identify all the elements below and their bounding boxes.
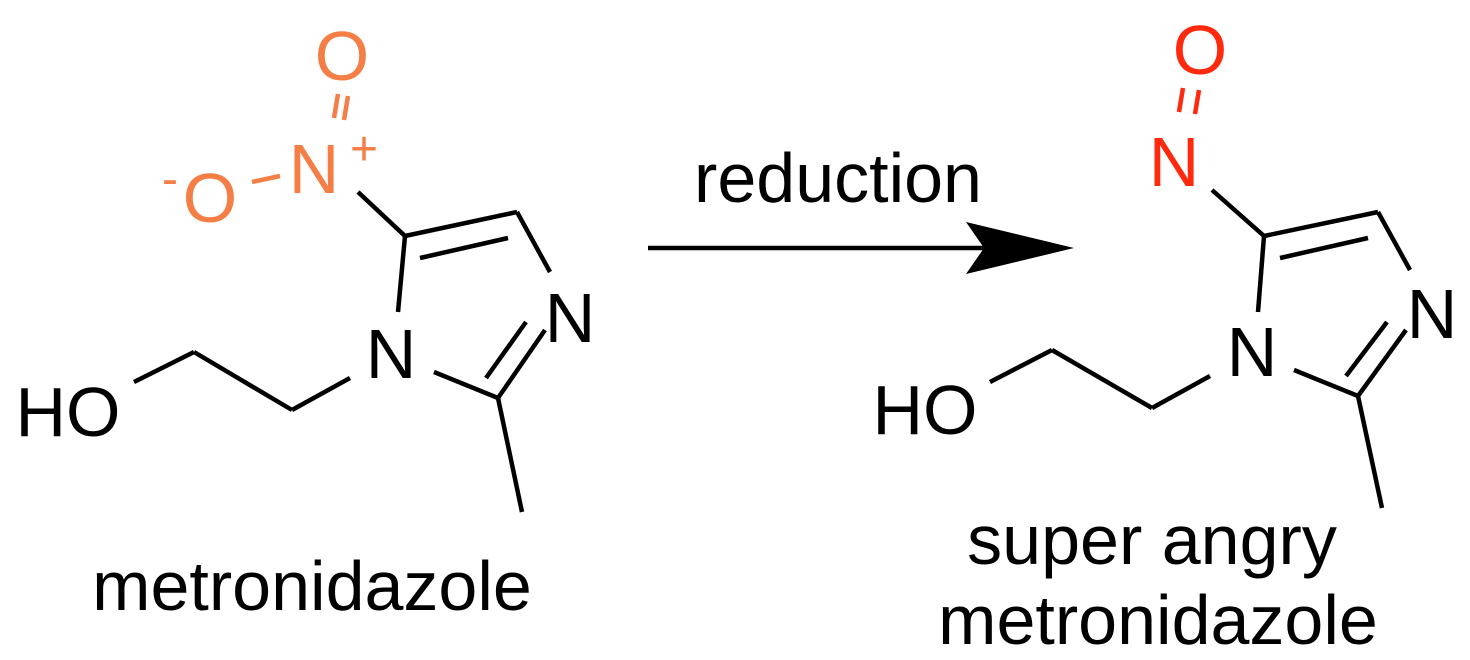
ring-n3-c2-bond	[1356, 328, 1408, 398]
ring-n1-c5-bond	[1255, 235, 1267, 313]
chain-ch2-o-bond	[988, 348, 1054, 384]
methyl-bond	[495, 397, 525, 513]
product-name-line2: metronidazole	[938, 581, 1378, 659]
arrow-head	[966, 222, 1074, 274]
ring-c4-n3-bond	[1376, 210, 1412, 272]
nitro-no-single-bond	[251, 173, 281, 185]
ring-c2-n1-bond	[1293, 367, 1359, 399]
ring-c2-n1-bond	[433, 369, 499, 401]
chain-n1-ch2-bond	[290, 376, 352, 412]
nitroso-no-double-bond-a	[1176, 87, 1186, 113]
c5-nitro-bond	[356, 190, 407, 238]
nitroso-no-double-bond-b	[1192, 89, 1202, 115]
ring-nitrogen-1: N	[1227, 313, 1278, 391]
reactant-molecule: O N + O - N N HO metronidazole	[16, 17, 596, 625]
nitroso-oxygen: O	[1173, 11, 1227, 89]
reaction-arrow: reduction	[648, 139, 1074, 274]
nitro-no-double-bond-a	[331, 93, 341, 119]
product-name-line1: super angry	[967, 501, 1337, 579]
ring-c4-n3-bond	[515, 210, 552, 274]
nitro-minus-charge: -	[162, 153, 178, 206]
ring-n3-c2-bond	[496, 328, 547, 400]
reactant-name: metronidazole	[92, 547, 532, 625]
chain-n1-ch2-bond	[1150, 374, 1212, 410]
hydroxyl-group: HO	[16, 373, 121, 451]
ring-nitrogen-3: N	[545, 279, 596, 357]
ring-c5-c4-bond	[1263, 209, 1379, 239]
ring-n3-c2-inner-bond	[484, 320, 528, 380]
reaction-condition-label: reduction	[694, 139, 982, 217]
ring-c5-c4-inner-bond	[1279, 235, 1369, 261]
ring-n1-c5-bond	[395, 235, 408, 313]
ring-c5-c4-bond	[404, 209, 518, 239]
nitro-nitrogen: N	[289, 130, 340, 208]
chain-ch2-o-bond	[132, 349, 196, 385]
product-molecule: O N N N HO super angry metronidazole	[873, 11, 1458, 659]
ring-nitrogen-1: N	[366, 315, 417, 393]
nitro-oxygen-top: O	[315, 17, 369, 95]
c5-nitroso-bond	[1210, 188, 1266, 238]
hydroxyl-group: HO	[873, 371, 978, 449]
methyl-bond	[1355, 395, 1385, 509]
ring-c5-c4-inner-bond	[419, 235, 509, 261]
chain-ch2-ch2-bond	[1050, 348, 1154, 410]
chain-ch2-ch2-bond	[192, 350, 294, 412]
nitro-plus-charge: +	[350, 123, 378, 176]
nitro-no-double-bond-b	[341, 95, 351, 121]
ring-n3-c2-inner-bond	[1344, 320, 1389, 378]
nitroso-nitrogen: N	[1149, 123, 1200, 201]
nitro-oxygen-left: O	[183, 159, 237, 237]
ring-nitrogen-3: N	[1407, 275, 1458, 353]
